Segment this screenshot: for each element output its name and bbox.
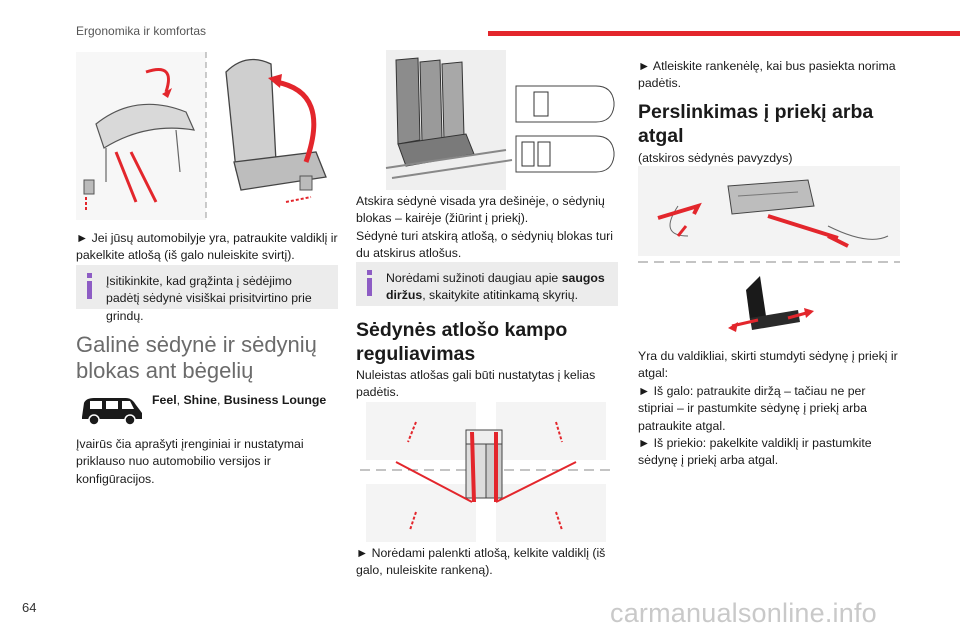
rear-seats-on-rails-illustration [356, 50, 618, 190]
slide-controls-description: Yra du valdikliai, skirti stumdyti sėdyn… [638, 348, 900, 470]
seat-layout-description: Atskira sėdynė visada yra dešinėje, o sė… [356, 193, 618, 263]
watermark: carmanualsonline.info [610, 598, 877, 628]
version-list: Feel, Shine, Business Lounge [152, 393, 327, 407]
info-icon [86, 273, 94, 301]
info-box-text: Įsitikinkite, kad grąžinta į sėdėjimo pa… [106, 274, 312, 323]
version-business-lounge: Business Lounge [223, 393, 327, 407]
single-seat-example-note: (atskiros sėdynės pavyzdys) [638, 151, 793, 165]
backrest-recline-illustration [356, 402, 618, 542]
armrest-instruction: ► Jei jūsų automobilyje yra, patraukite … [76, 231, 338, 263]
seat-layout-para-1: Atskira sėdynė visada yra dešinėje, o sė… [356, 194, 605, 226]
header-accent-bar [488, 31, 960, 36]
info-icon [366, 270, 374, 298]
section-heading-backrest-angle: Sėdynės atlošo kampo reguliavimas [356, 319, 568, 365]
van-icon [76, 393, 146, 427]
backrest-positions-text: Nuleistas atlošas gali būti nustatytas į… [356, 368, 596, 400]
version-note: Įvairūs čia aprašyti įrenginiai ir nusta… [76, 437, 304, 486]
seat-layout-para-2: Sėdynė turi atskirą atlošą, o sėdynių bl… [356, 228, 614, 261]
info-box-seatbelts: Norėdami sužinoti daugiau apie saugos di… [356, 262, 618, 306]
info-box-text: Norėdami sužinoti daugiau apie saugos di… [386, 271, 605, 303]
running-header: Ergonomika ir komfortas [76, 24, 207, 38]
slide-from-rear: ► Iš galo: patraukite diržą – tačiau ne … [638, 383, 867, 433]
slide-from-front: ► Iš priekio: pakelkite valdiklį ir past… [638, 436, 872, 468]
section-heading-rear-seat: Galinė sėdynė ir sėdynių blokas ant bėge… [76, 332, 317, 383]
info-box-seat-lock: Įsitikinkite, kad grąžinta į sėdėjimo pa… [76, 265, 338, 323]
seat-slide-illustration [638, 166, 900, 340]
version-shine: Shine [183, 393, 217, 407]
backrest-instruction: ► Norėdami palenkti atlošą, kelkite vald… [356, 546, 606, 578]
page-number: 64 [22, 600, 37, 615]
section-heading-slide: Perslinkimas į priekį arba atgal [638, 101, 874, 147]
armrest-seat-illustration [76, 52, 338, 220]
release-handle-instruction: ► Atleiskite rankenėlę, kai bus pasiekta… [638, 59, 896, 91]
version-feel: Feel [152, 393, 177, 407]
slide-controls-intro: Yra du valdikliai, skirti stumdyti sėdyn… [638, 349, 898, 381]
